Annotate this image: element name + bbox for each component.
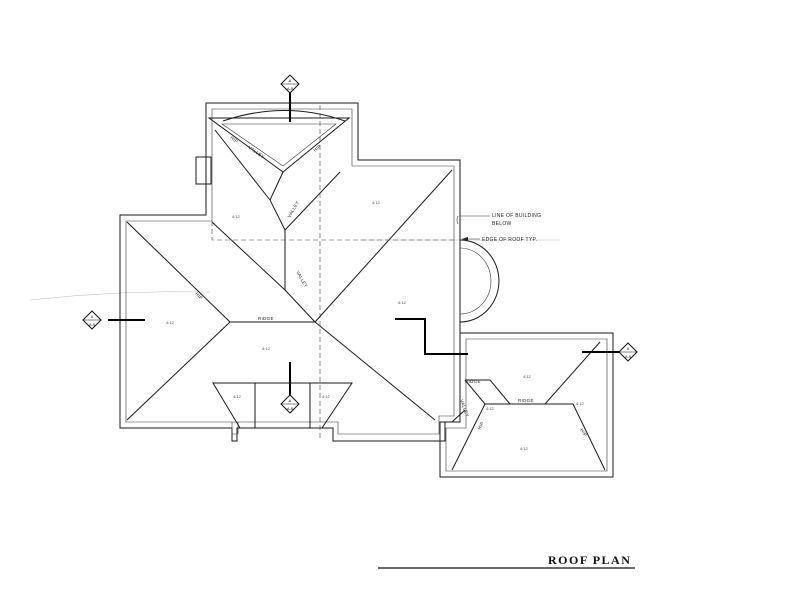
paper-background xyxy=(29,239,560,301)
main-wall-line xyxy=(125,108,455,435)
hip-label: HIP xyxy=(194,291,203,300)
round-bay xyxy=(459,239,500,323)
ridge-label: RIDGE xyxy=(258,316,274,321)
slope-label: 4:12 xyxy=(372,200,381,205)
marker-sheet: A-5 xyxy=(89,322,96,327)
wing-eave-outline xyxy=(439,332,614,478)
marker-number: A xyxy=(91,314,94,319)
slope-label: 4:12 xyxy=(232,214,241,219)
slope-label: 4:12 xyxy=(233,394,242,399)
valley-label: VALLEY xyxy=(295,270,309,289)
main-eave-outline xyxy=(119,102,461,442)
slope-label: 4:12 xyxy=(523,374,532,379)
slope-label: 4:12 xyxy=(520,446,529,451)
hip-label: HIP xyxy=(229,135,239,144)
slope-label: 4:12 xyxy=(166,320,175,325)
hip-label: HIP xyxy=(579,428,588,438)
svg-text:LINE OF BUILDING: LINE OF BUILDING xyxy=(492,213,541,219)
title-block: ROOF PLAN xyxy=(378,553,635,569)
front-arc xyxy=(222,110,346,122)
section-marker-right: A A-5 xyxy=(618,342,638,362)
slope-labels: 4:12 4:12 4:12 4:12 4:12 4:12 4:12 4:12 … xyxy=(166,200,585,451)
slope-label: 4:12 xyxy=(262,346,271,351)
slope-label: 4:12 xyxy=(486,406,495,411)
drawing-title: ROOF PLAN xyxy=(548,553,631,567)
section-marker-left: A A-5 xyxy=(82,310,102,330)
building-line-below xyxy=(211,221,454,241)
roof-labels: RIDGE RIDGE RIDGE VALLEY VALLEY VALLEY V… xyxy=(194,135,588,438)
marker-sheet: A-5 xyxy=(625,354,632,359)
note-building-line: LINE OF BUILDING BELOW xyxy=(456,213,541,227)
front-gable xyxy=(207,117,351,173)
svg-text:EDGE OF ROOF TYP.: EDGE OF ROOF TYP. xyxy=(482,237,537,243)
slope-label: 4:12 xyxy=(398,300,407,305)
slope-label: 4:12 xyxy=(576,401,585,406)
valley-label: VALLEY xyxy=(459,399,470,418)
ridge-label: RIDGE xyxy=(518,398,534,403)
marker-number: A xyxy=(627,346,630,351)
ridge-label: RIDGE xyxy=(465,379,481,384)
chimney xyxy=(195,156,212,185)
marker-sheet: A-5 xyxy=(287,406,294,411)
section-marker-bottom: A A-5 xyxy=(280,394,300,414)
hip-label: HIP xyxy=(312,144,322,153)
section-marker-top: A A-5 xyxy=(280,74,300,94)
slope-label: 4:12 xyxy=(322,394,331,399)
note-roof-edge: EDGE OF ROOF TYP. xyxy=(462,237,537,243)
main-roof xyxy=(119,102,461,442)
svg-text:BELOW: BELOW xyxy=(492,221,512,227)
hip-label: HIP xyxy=(477,421,486,431)
marker-number: A xyxy=(289,78,292,83)
marker-number: A xyxy=(289,398,292,403)
dormer-left xyxy=(212,382,256,429)
marker-sheet: A-5 xyxy=(287,86,294,91)
section-cuts xyxy=(108,92,620,395)
dormer-right xyxy=(309,382,353,429)
